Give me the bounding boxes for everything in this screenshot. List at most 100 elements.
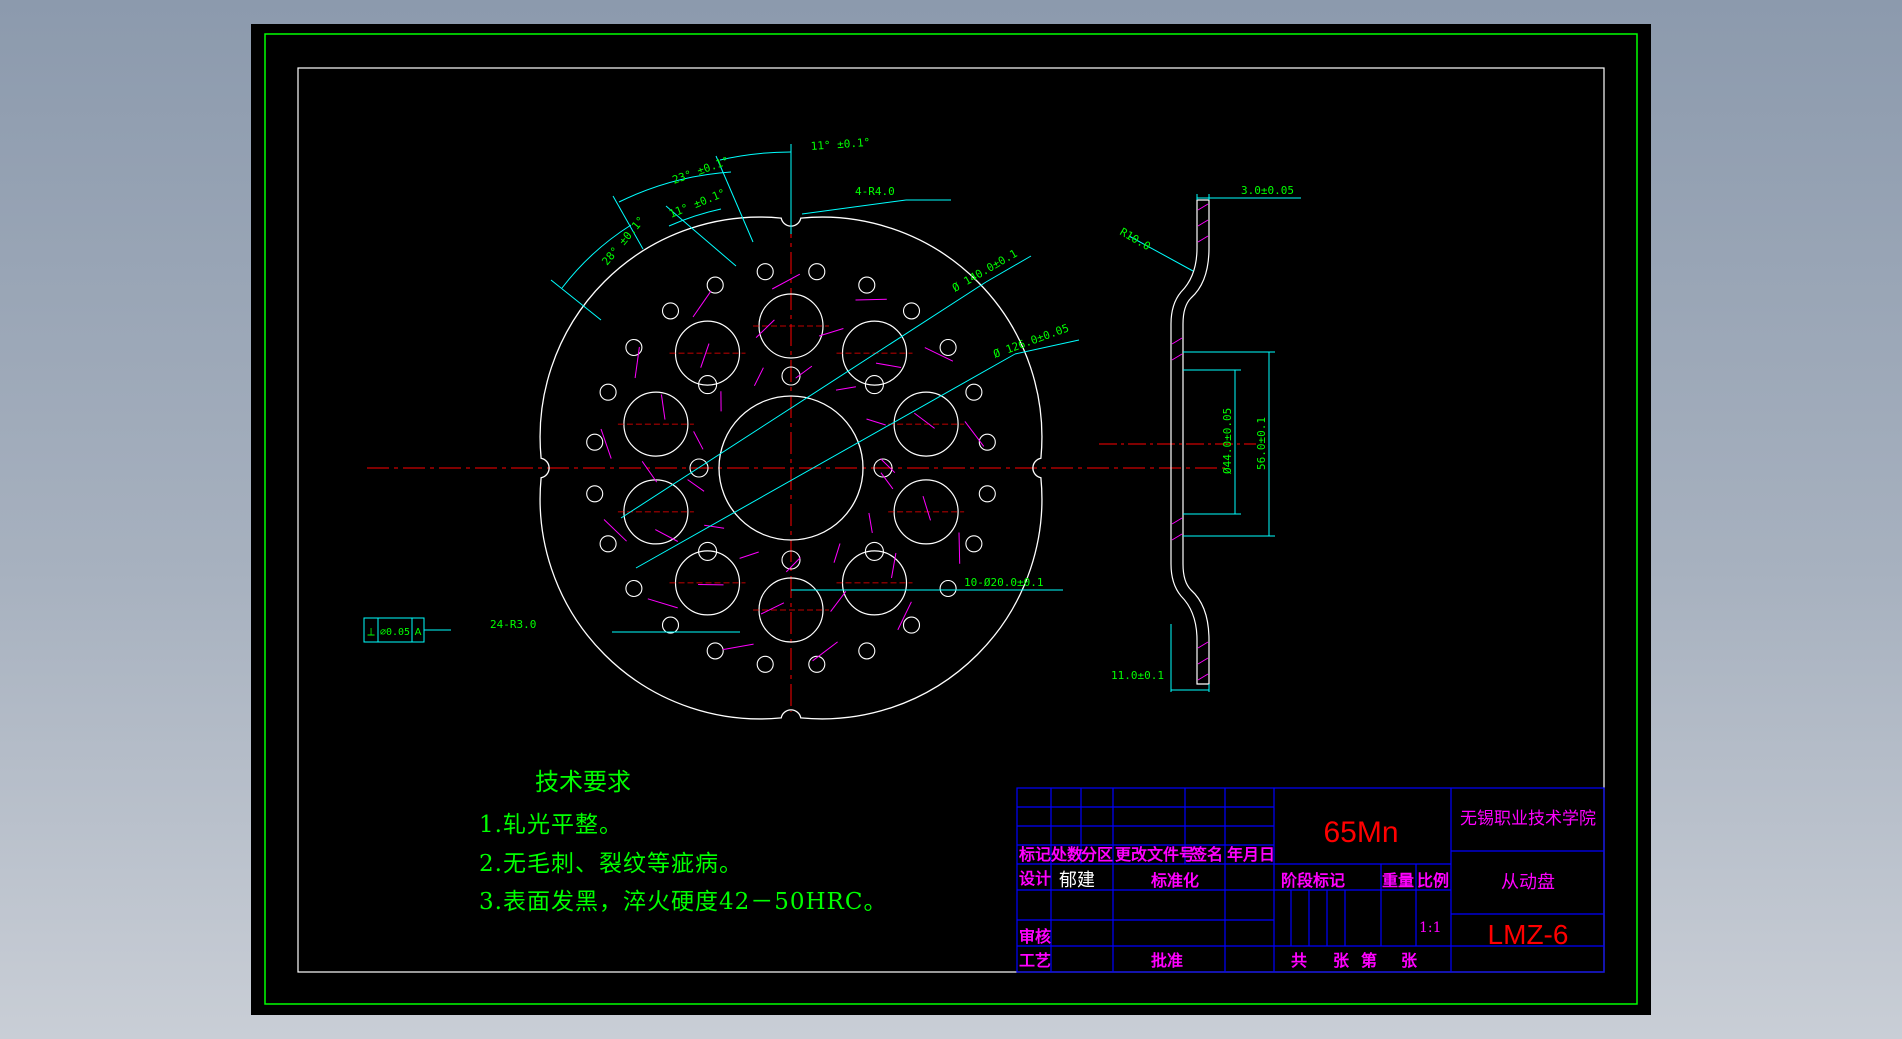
- outer-small-hole: [661, 302, 680, 320]
- tolerance-datum: A: [415, 627, 422, 638]
- outer-small-hole: [965, 535, 983, 553]
- hatch-mark: [693, 431, 704, 450]
- outer-small-hole: [586, 485, 604, 503]
- side-hatch-5: [1171, 353, 1183, 361]
- side-hatch-7: [1171, 533, 1183, 541]
- hatch-mark: [655, 529, 679, 542]
- outer-small-hole: [858, 642, 876, 660]
- outer-small-hole: [586, 433, 604, 451]
- side-view: 3.0±0.05 R10.0 Ø44.0±0.05 56.0±0.1 11.0±…: [1099, 184, 1301, 692]
- title-block-frame: [1016, 787, 1605, 973]
- material: 65Mn: [1323, 816, 1398, 849]
- hatch-mark: [830, 590, 847, 612]
- hatch-mark: [818, 328, 844, 337]
- label-gongyi: 工艺: [1019, 951, 1051, 970]
- hatch-mark: [924, 347, 954, 362]
- hatch-mark: [692, 291, 712, 318]
- dim-outer-diameter-side: 56.0±0.1: [1255, 417, 1268, 470]
- outer-small-hole: [625, 338, 643, 357]
- angle-ext-2: [715, 155, 754, 243]
- outer-small-holes: [586, 263, 996, 673]
- outer-small-hole: [939, 579, 957, 598]
- side-dimension-texts: 3.0±0.05 R10.0 Ø44.0±0.05 56.0±0.1 11.0±…: [1111, 184, 1294, 682]
- side-dimensions: [1128, 194, 1301, 692]
- label-gengai: 更改文件号: [1115, 845, 1195, 864]
- tech-req-item-1: 1.轧光平整。: [479, 812, 623, 838]
- hatch-mark: [913, 412, 935, 429]
- hatch-mark: [739, 551, 759, 559]
- angle-ext-4: [612, 195, 644, 250]
- dim-notch: 4-R4.0: [855, 185, 895, 198]
- hatch-mark: [755, 319, 775, 338]
- center-bore: [718, 395, 864, 541]
- dim-inner-diameter: Ø44.0±0.05: [1221, 408, 1234, 474]
- hatch-mark: [795, 365, 813, 379]
- scale-value: 1:1: [1419, 920, 1442, 936]
- inner-small-hole: [781, 366, 801, 386]
- outer-small-hole: [808, 655, 826, 673]
- hatch-mark: [687, 479, 705, 492]
- outer-small-hole: [808, 263, 826, 281]
- dim-thickness: 3.0±0.05: [1241, 184, 1294, 197]
- outer-small-hole: [625, 579, 643, 598]
- angle-arc-mid: [668, 208, 722, 227]
- disc-outline: [539, 216, 1043, 720]
- outer-small-hole: [599, 535, 617, 553]
- drawing-sheet: ⟂ ⌀0.05 A 11° ±0.1° 23° ±0.1° 11° ±0.1° …: [251, 24, 1651, 1015]
- side-hatch: [1171, 203, 1209, 681]
- hatch-mark: [812, 641, 838, 662]
- hatch-mark: [875, 362, 902, 368]
- hatch-mark: [897, 601, 912, 631]
- hatch-mark: [660, 394, 666, 420]
- side-hatch-6: [1171, 517, 1183, 525]
- pcd-leader: [635, 353, 1016, 569]
- hatch-mark: [868, 512, 873, 533]
- outer-small-hole: [978, 485, 996, 503]
- side-hatch-1: [1197, 203, 1209, 211]
- tolerance-symbol: ⟂: [367, 625, 375, 638]
- part-name: 从动盘: [1501, 872, 1555, 893]
- inner-small-hole: [873, 458, 893, 478]
- disc-outer-contour: [539, 216, 1043, 720]
- angle-arc-left: [561, 224, 632, 289]
- angle-ext-3: [665, 205, 737, 267]
- inner-frame: [297, 67, 1605, 973]
- label-nianyueri: 年月日: [1227, 845, 1275, 864]
- label-zhang-1: 张: [1333, 951, 1350, 970]
- outer-frame: [264, 33, 1638, 1005]
- hatch-mark: [700, 343, 710, 368]
- hatch-mark: [891, 552, 897, 579]
- hatch-mark: [603, 519, 627, 542]
- side-hatch-9: [1197, 657, 1209, 665]
- dim-offset: 11.0±0.1: [1111, 669, 1164, 682]
- hatch-mark: [785, 557, 801, 573]
- outer-small-hole: [902, 616, 921, 634]
- side-hatch-10: [1197, 673, 1209, 681]
- outer-small-hole: [756, 655, 774, 673]
- outer-small-hole: [978, 433, 996, 451]
- inner-small-hole: [781, 550, 801, 570]
- outer-small-hole: [858, 276, 876, 294]
- hatch-mark: [855, 298, 887, 301]
- inner-small-hole: [689, 458, 709, 478]
- hatch-mark: [880, 472, 894, 490]
- od-leader-ext: [985, 255, 1032, 283]
- hatch-mark: [835, 386, 856, 391]
- outer-small-hole: [706, 642, 724, 660]
- outer-small-hole: [902, 302, 921, 320]
- hatch-mark: [641, 461, 658, 483]
- hatch-mark: [753, 367, 764, 387]
- cad-viewport[interactable]: ⟂ ⌀0.05 A 11° ±0.1° 23° ±0.1° 11° ±0.1° …: [251, 24, 1651, 1015]
- side-hatch-2: [1197, 219, 1209, 227]
- tolerance-value: ⌀0.05: [380, 627, 410, 638]
- outer-small-hole: [756, 263, 774, 281]
- hatch-mark: [922, 495, 931, 521]
- front-center-lines: [367, 144, 1225, 712]
- pcd-leader-ext: [1014, 339, 1080, 355]
- angle-arc-upper: [618, 171, 732, 203]
- label-gong: 共: [1291, 951, 1307, 970]
- label-zhongliang: 重量: [1382, 871, 1414, 890]
- inner-small-hole: [698, 541, 718, 561]
- title-block: 标记 处数 分区 更改文件号 签名 年月日 设计 标准化 审核 工艺 批准 阶段…: [1016, 787, 1605, 973]
- label-biaoji: 标记: [1018, 845, 1051, 864]
